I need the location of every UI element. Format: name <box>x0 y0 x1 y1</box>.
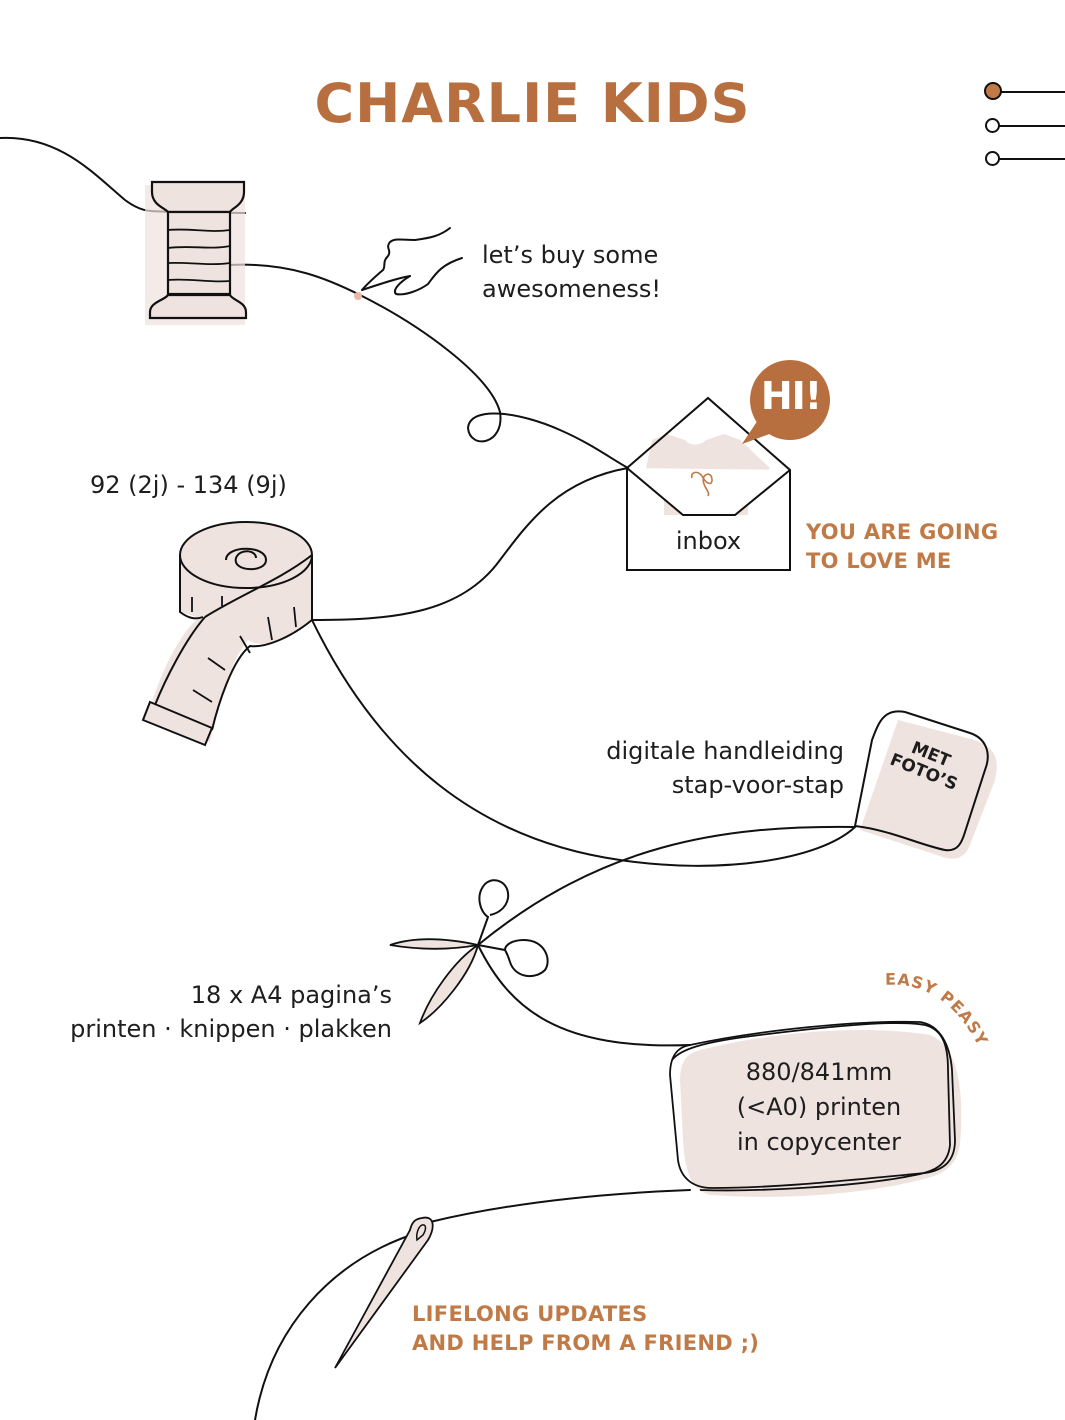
size-range-caption: 92 (2j) - 134 (9j) <box>90 471 287 499</box>
touch-point <box>354 292 362 300</box>
inbox-envelope-icon <box>626 396 791 571</box>
hi-bubble-text: HI! <box>760 374 822 418</box>
thread-inbox-to-tape <box>311 467 629 621</box>
needle-icon <box>334 1216 434 1369</box>
updates-caption: LIFELONG UPDATES AND HELP FROM A FRIEND … <box>412 1302 760 1355</box>
thread-needle-tail <box>254 1231 421 1420</box>
slide-nav <box>984 82 1065 172</box>
nav-dot-icon <box>985 151 1000 166</box>
slide-nav-item-1[interactable] <box>984 82 1065 102</box>
inbox-label: inbox <box>675 527 742 555</box>
nav-line <box>992 158 1065 160</box>
large-print-box-icon <box>669 1020 962 1197</box>
nav-line <box>992 125 1065 127</box>
pages-caption: 18 x A4 pagina’s printen · knippen · pla… <box>70 981 392 1043</box>
nav-line <box>992 91 1065 93</box>
thread-kite-to-scissors <box>477 825 856 946</box>
thread-spool-icon <box>145 180 248 325</box>
page-title: CHARLIE KIDS <box>314 72 751 135</box>
pointing-hand-icon <box>361 227 463 296</box>
large-print-caption: 880/841mm (<A0) printen in copycenter <box>736 1058 902 1156</box>
thread-spool-to-inbox <box>229 263 629 469</box>
manual-caption: digitale handleiding stap-voor-stap <box>606 737 844 799</box>
photos-badge-icon <box>853 710 997 859</box>
thread-line <box>0 136 856 1420</box>
scissors-icon <box>389 879 549 1026</box>
nav-dot-active-icon <box>984 82 1002 100</box>
buy-caption: let’s buy some awesomeness! <box>482 241 662 303</box>
measuring-tape-icon <box>141 521 313 747</box>
inbox-tagline: YOU ARE GOING TO LOVE ME <box>806 520 999 573</box>
thread-scissors-to-box <box>477 944 691 1047</box>
thread-box-to-needle <box>429 1189 691 1223</box>
slide-nav-item-3[interactable] <box>984 149 1065 169</box>
nav-dot-icon <box>985 118 1000 133</box>
thread-tape-to-kite <box>311 619 856 867</box>
slide-nav-item-2[interactable] <box>984 116 1065 136</box>
speech-bubble-icon <box>742 360 830 444</box>
